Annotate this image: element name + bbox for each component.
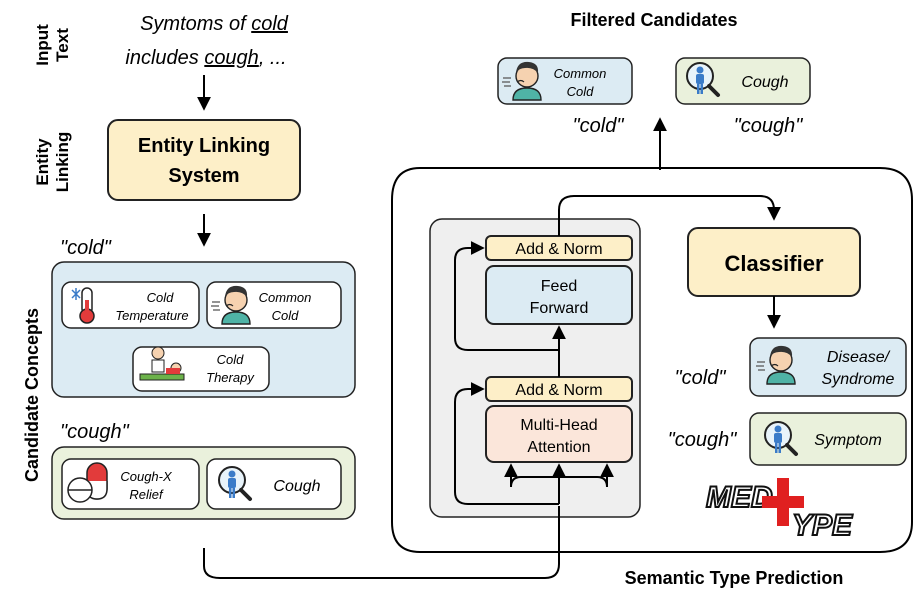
svg-text:Common: Common — [259, 290, 312, 305]
entity-linking-side-label: Entity Linking — [33, 132, 72, 192]
svg-text:System: System — [168, 165, 239, 187]
candidate-cough-x-relief: Cough-X Relief — [61, 458, 200, 510]
cough-candidates-label: "cough" — [60, 421, 130, 443]
thermometer-snowflake-icon — [71, 287, 95, 324]
arrow-transformer-to-classifier — [558, 195, 781, 236]
semantic-type-prediction-title: Semantic Type Prediction — [625, 568, 844, 588]
pill-capsule-icon — [67, 462, 108, 503]
filtered-cold-label: "cold" — [573, 115, 625, 137]
cold-candidates-label: "cold" — [60, 237, 112, 259]
feed-forward-box: Feed Forward — [485, 265, 633, 325]
svg-text:Relief: Relief — [129, 487, 164, 502]
svg-text:Multi-Head: Multi-Head — [520, 417, 597, 434]
candidate-cold-temperature: Cold Temperature — [61, 281, 200, 329]
svg-text:Cold: Cold — [217, 352, 245, 367]
transformer-connections — [454, 241, 614, 505]
filtered-cough-label: "cough" — [734, 115, 804, 137]
add-norm-bottom: Add & Norm — [485, 376, 633, 402]
svg-text:Forward: Forward — [530, 300, 589, 317]
svg-text:Symtoms of cold: Symtoms of cold — [140, 13, 289, 35]
entity-linking-box: Entity Linking System — [107, 119, 301, 201]
svg-text:Feed: Feed — [541, 278, 577, 295]
svg-text:Cold: Cold — [567, 84, 595, 99]
medtype-logo: MED YPE — [705, 478, 854, 543]
svg-text:Temperature: Temperature — [115, 308, 188, 323]
svg-text:Attention: Attention — [527, 439, 590, 456]
prediction-disease-syndrome: Disease/ Syndrome — [749, 337, 907, 397]
svg-text:Common: Common — [554, 66, 607, 81]
svg-text:includes cough, ...: includes cough, ... — [125, 47, 286, 69]
transformer-block — [429, 218, 641, 518]
svg-text:Syndrome: Syndrome — [822, 371, 895, 388]
svg-text:Entity Linking: Entity Linking — [138, 135, 270, 157]
svg-text:Add & Norm: Add & Norm — [515, 241, 602, 258]
filtered-candidates-title: Filtered Candidates — [570, 10, 737, 30]
input-text-side-label: Input Text — [33, 24, 72, 66]
arrow-candidates-to-transformer — [203, 506, 560, 579]
svg-text:Linking: Linking — [53, 132, 72, 192]
multi-head-attention-box: Multi-Head Attention — [485, 405, 633, 463]
svg-text:Text: Text — [53, 28, 72, 62]
svg-text:Disease/: Disease/ — [827, 349, 891, 366]
svg-text:YPE: YPE — [792, 509, 853, 542]
svg-text:Cough-X: Cough-X — [120, 469, 173, 484]
candidate-cold-therapy: Cold Therapy — [132, 346, 270, 392]
svg-text:Cold: Cold — [147, 290, 175, 305]
therapy-bed-icon — [139, 346, 185, 381]
prediction-symptom: Symptom — [749, 412, 907, 466]
add-norm-top: Add & Norm — [485, 235, 633, 261]
svg-text:Therapy: Therapy — [206, 370, 255, 385]
prediction-cold-label: "cold" — [675, 367, 727, 389]
classifier-box: Classifier — [687, 227, 861, 297]
svg-text:Entity: Entity — [33, 138, 52, 186]
svg-text:Input: Input — [33, 24, 52, 66]
filtered-cough: Cough — [675, 57, 811, 105]
candidate-concepts-side-label: Candidate Concepts — [22, 308, 42, 482]
svg-text:Symptom: Symptom — [814, 432, 882, 449]
input-text: Symtoms of cold includes cough, ... — [125, 13, 288, 69]
svg-text:Add & Norm: Add & Norm — [515, 382, 602, 399]
svg-text:Classifier: Classifier — [724, 251, 823, 276]
candidate-cough: Cough — [206, 458, 342, 510]
svg-text:Cough: Cough — [273, 478, 320, 495]
semantic-type-prediction-frame — [391, 167, 913, 553]
svg-text:Cold: Cold — [272, 308, 300, 323]
filtered-common-cold: Common Cold — [497, 57, 633, 105]
candidate-common-cold: Common Cold — [206, 281, 342, 329]
svg-text:Cough: Cough — [741, 74, 788, 91]
prediction-cough-label: "cough" — [668, 429, 738, 451]
